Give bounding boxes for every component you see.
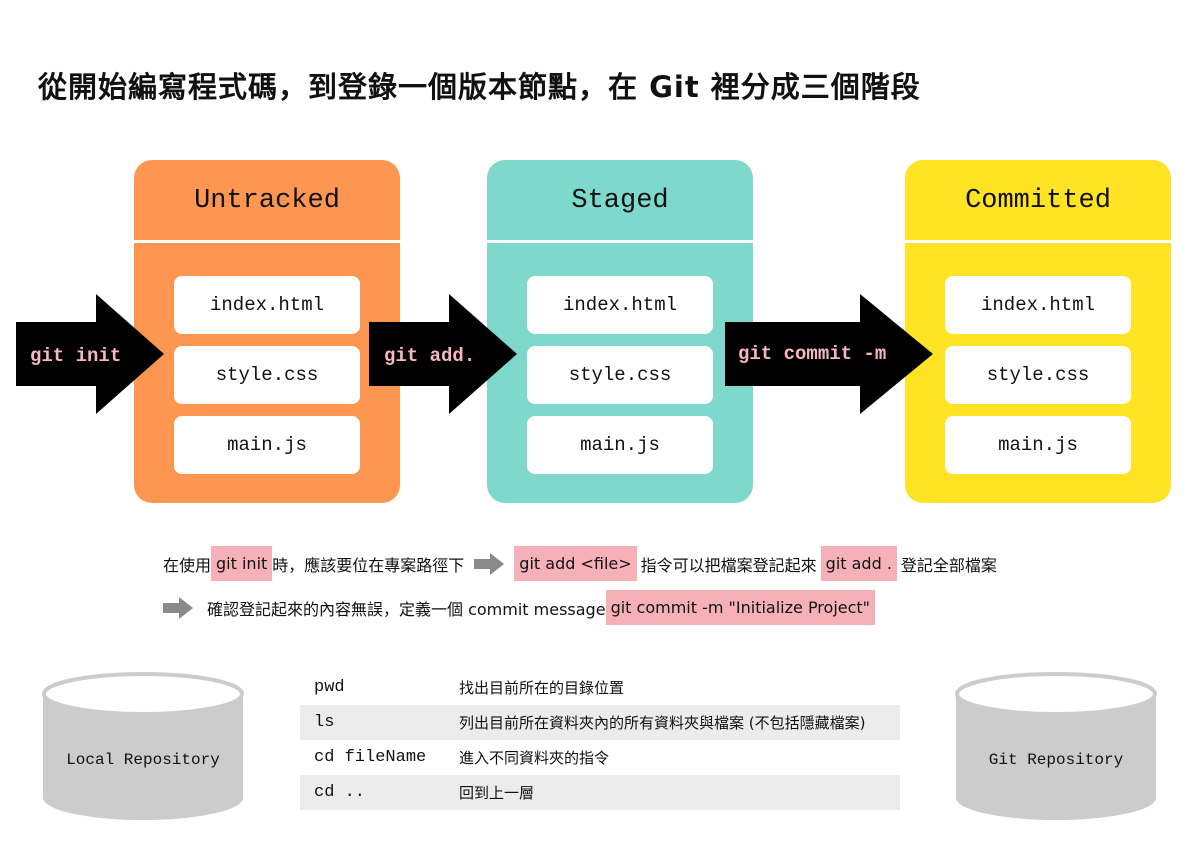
note-text: 在使用 [163, 555, 212, 575]
git-repository-cylinder [955, 672, 1157, 820]
table-row: cd .. 回到上一層 [300, 775, 900, 810]
gray-arrow-icon [163, 596, 193, 619]
command-description: 進入不同資料夾的指令 [459, 749, 610, 767]
file-card: main.js [174, 416, 360, 474]
file-card: style.css [174, 346, 360, 404]
file-card: main.js [945, 416, 1131, 474]
note-text: 確認登記起來的內容無誤，定義一個 commit message [207, 599, 606, 619]
command-description: 找出目前所在的目錄位置 [459, 679, 625, 697]
note-text: 指令可以把檔案登記起來 [640, 555, 817, 575]
command-name: pwd [314, 678, 345, 697]
table-row: cd fileName 進入不同資料夾的指令 [300, 740, 900, 775]
code-highlight: git add . [820, 546, 897, 581]
page-title: 從開始編寫程式碼，到登錄一個版本節點，在 Git 裡分成三個階段 [38, 70, 921, 104]
note-line-2: 確認登記起來的內容無誤，定義一個 commit message git comm… [163, 590, 876, 625]
file-card: index.html [527, 276, 713, 334]
arrow-label-git-commit: git commit -m [738, 343, 887, 365]
table-row: pwd 找出目前所在的目錄位置 [300, 670, 900, 705]
command-name: ls [314, 713, 335, 732]
stage-divider [487, 240, 753, 243]
stage-title: Untracked [194, 186, 340, 216]
file-card: index.html [174, 276, 360, 334]
command-description: 回到上一層 [459, 784, 535, 802]
stage-staged: Staged index.html style.css main.js [487, 160, 753, 503]
stage-divider [905, 240, 1171, 243]
git-repository-label: Git Repository [988, 751, 1124, 769]
code-highlight: git init [211, 546, 273, 581]
file-card: style.css [945, 346, 1131, 404]
command-name: cd .. [314, 783, 366, 802]
file-card: index.html [945, 276, 1131, 334]
arrow-label-git-add: git add. [384, 345, 476, 367]
stage-committed: Committed index.html style.css main.js [905, 160, 1171, 503]
local-repository-cylinder [42, 672, 244, 820]
code-highlight: git add <file> [514, 546, 637, 581]
arrow-git-add [369, 294, 517, 414]
command-name: cd fileName [314, 748, 427, 767]
arrow-label-git-init: git init [30, 345, 122, 367]
arrow-git-init [16, 294, 164, 414]
stage-untracked: Untracked index.html style.css main.js [134, 160, 400, 503]
stage-title: Staged [571, 186, 669, 216]
gray-arrow-icon [474, 552, 505, 575]
table-row: ls 列出目前所在資料夾內的所有資料夾與檔案 (不包括隱藏檔案) [300, 705, 900, 740]
file-card: style.css [527, 346, 713, 404]
code-highlight: git commit -m "Initialize Project" [605, 590, 876, 625]
stage-title: Committed [965, 186, 1111, 216]
note-text: 時，應該要位在專案路徑下 [272, 555, 465, 575]
command-table: pwd 找出目前所在的目錄位置 ls 列出目前所在資料夾內的所有資料夾與檔案 (… [300, 670, 900, 810]
stage-divider [134, 240, 400, 243]
local-repository-label: Local Repository [66, 751, 220, 769]
note-line-1: 在使用 git init 時，應該要位在專案路徑下 git add <file>… [163, 546, 997, 581]
arrow-git-commit [725, 294, 933, 414]
file-card: main.js [527, 416, 713, 474]
command-description: 列出目前所在資料夾內的所有資料夾與檔案 (不包括隱藏檔案) [459, 714, 866, 732]
note-text: 登記全部檔案 [900, 555, 997, 575]
